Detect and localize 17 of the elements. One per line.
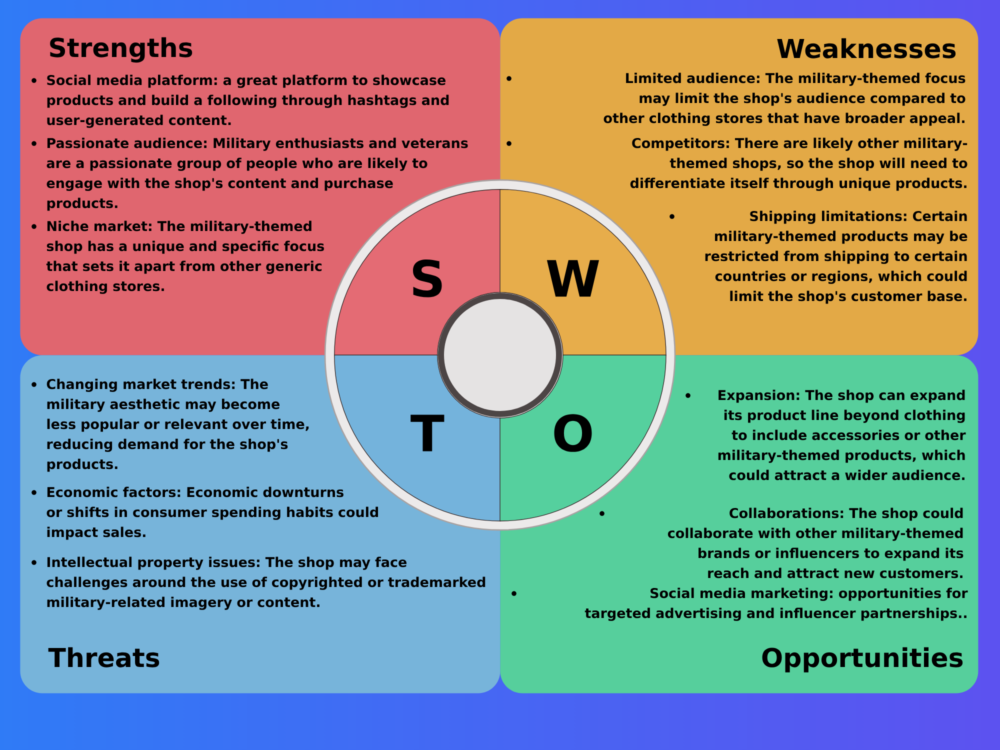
bullet-text: Competitors: There are likely other military-themed shops, so the shop will need to differentiate itself through unique products. <box>630 138 968 191</box>
bullet-text: Shipping limitations: Certain military-themed products may be restricted from shipping to certain countries or regions, which could limit the shop's customer base. <box>705 210 968 304</box>
bullet-text: Niche market: The military-themed shop has a unique and specific focus that sets it apart from other generic clothing stores. <box>46 220 324 294</box>
bullet-text: Changing market trends: The military aesthetic may become less popular or relevant over time, reducing demand for the shop's products. <box>46 378 309 472</box>
bullet-text: Social media marketing: opportunities for targeted advertising and influencer partnerships.. <box>584 588 968 621</box>
bullet-text: Social media platform: a great platform to showcase products and build a following through hashtags and user-generated content. <box>47 74 449 128</box>
bullet-text: Intellectual property issues: The shop may face challenges around the use of copyrighted or trademarked military-related imagery or content. <box>46 556 486 610</box>
wheel-segment: W <box>500 189 666 356</box>
bullet-text: Expansion: The shop can expand its product line beyond clothing to include accessories or other military-themed products, which could attract a wider audience. <box>718 390 966 480</box>
bullet-text: Limited audience: The military-themed focus may limit the shop's audience compared to other clothing stores that have broader appeal. <box>604 72 966 126</box>
wheel-segment: O <box>500 354 666 522</box>
heading: Opportunities <box>762 647 963 672</box>
heading: Threats <box>48 647 160 668</box>
bullet-text: Collaborations: The shop could collaborate with other military-themed brands or influencers to expand its reach and attract new customers. <box>668 508 964 578</box>
wheel-segment: S <box>334 189 501 356</box>
heading: Strengths <box>50 37 192 63</box>
heading: Weaknesses <box>777 38 956 58</box>
